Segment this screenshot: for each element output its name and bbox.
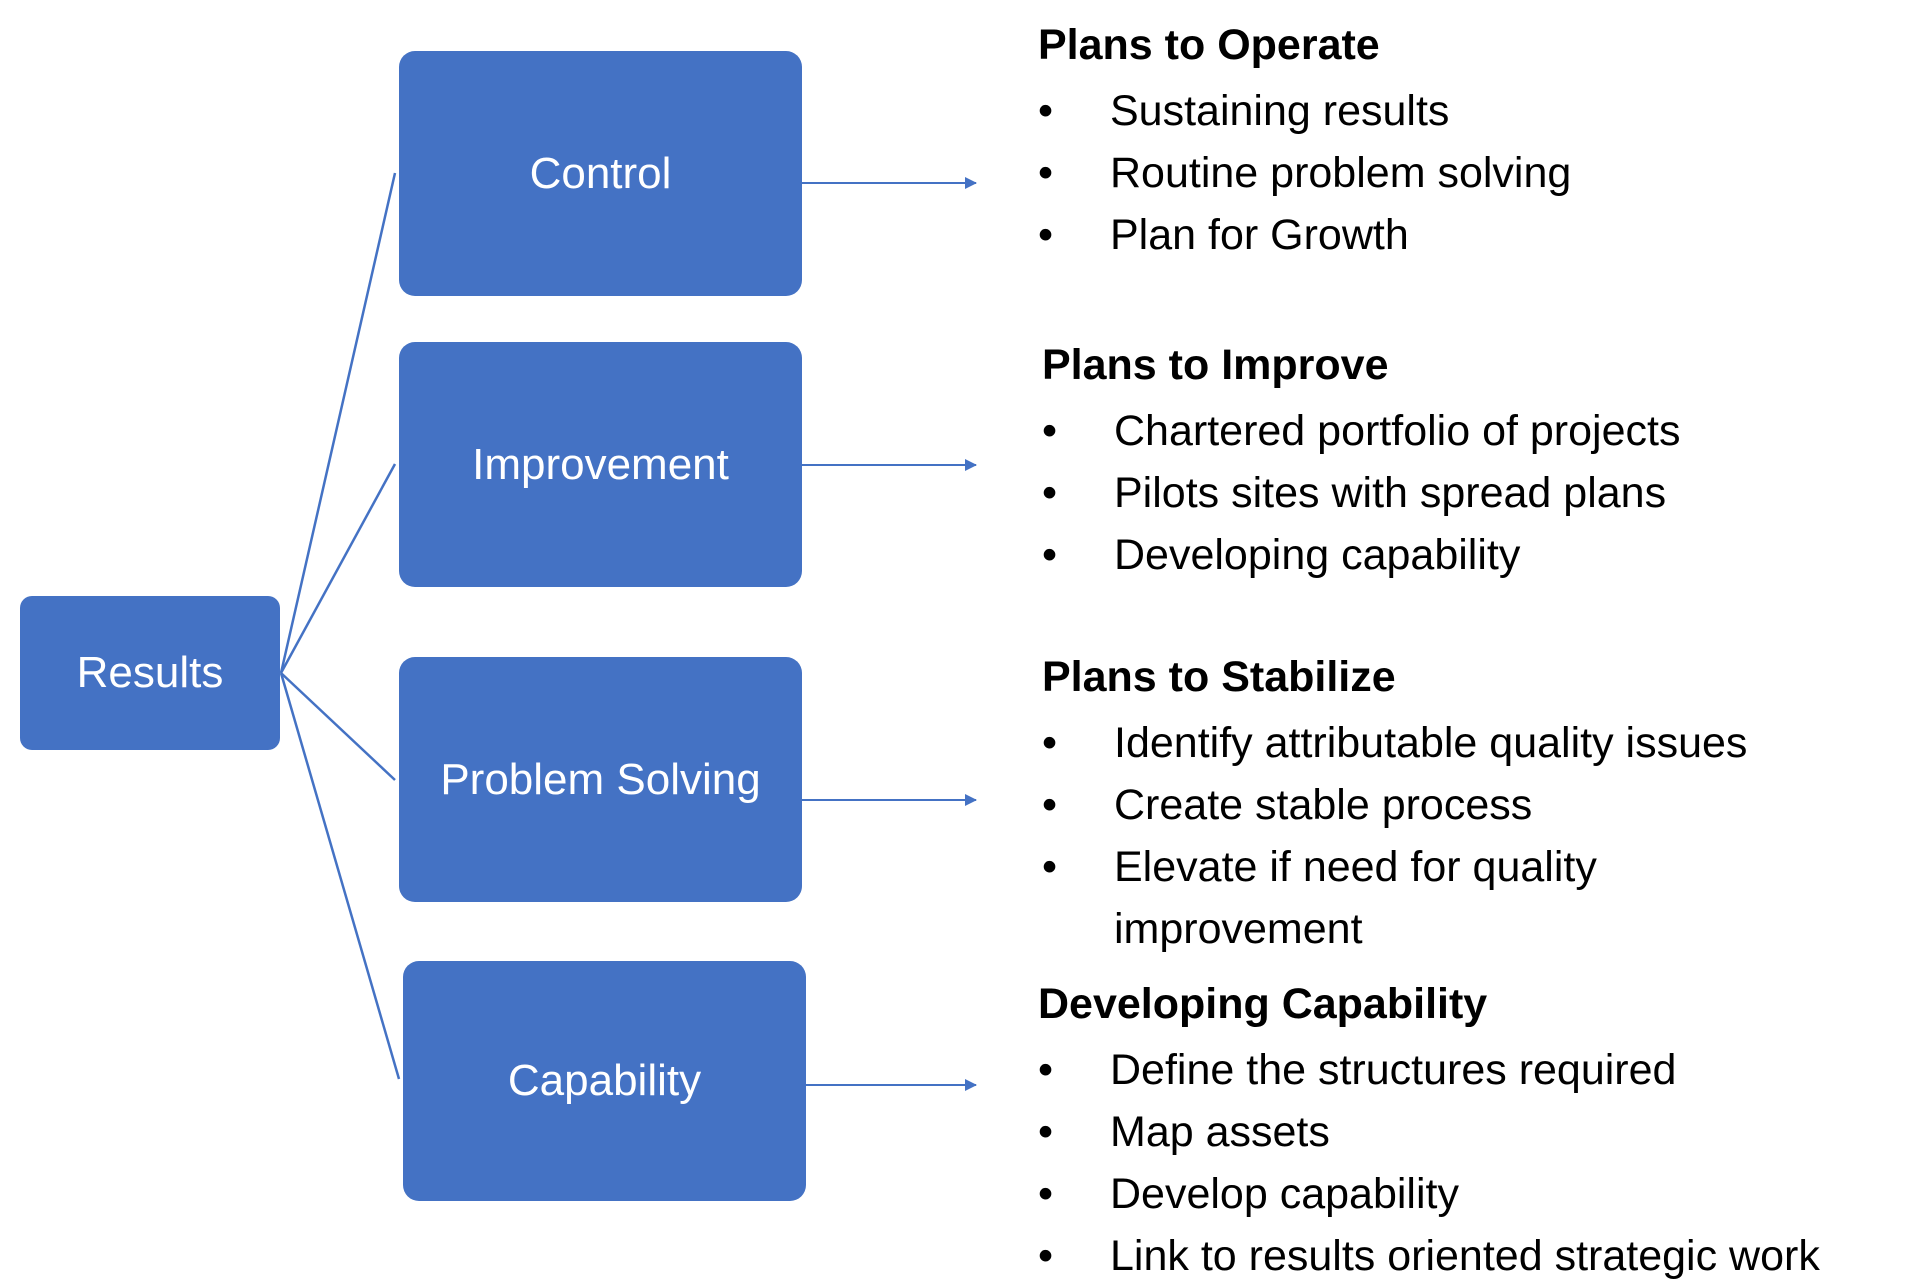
plans-to-operate-title: Plans to Operate bbox=[1038, 21, 1380, 69]
list-item: • Routine problem solving bbox=[1038, 142, 1898, 204]
bullet-icon: • bbox=[1038, 1108, 1054, 1156]
list-item: • Map assets bbox=[1038, 1101, 1918, 1163]
improvement-node-label: Improvement bbox=[472, 439, 729, 489]
bullet-icon: • bbox=[1042, 781, 1058, 829]
bullet-icon: • bbox=[1042, 531, 1058, 579]
list-item: • Define the structures required bbox=[1038, 1039, 1918, 1101]
plans-to-stabilize-block: Plans to Stabilize • Identify attributabl… bbox=[1042, 648, 1902, 960]
list-item: • Identify attributable quality issues bbox=[1042, 712, 1902, 774]
list-item-text: Elevate if need for quality improvement bbox=[1114, 843, 1597, 953]
list-item-text: Link to results oriented strategic work bbox=[1110, 1232, 1820, 1280]
control-node: Control bbox=[399, 51, 802, 296]
problem-solving-node-label: Problem Solving bbox=[440, 754, 761, 804]
problem-solving-node: Problem Solving bbox=[399, 657, 802, 902]
list-item-text: Map assets bbox=[1110, 1108, 1330, 1156]
developing-capability-list: • Define the structures required • Map ass… bbox=[1038, 1039, 1918, 1287]
list-item: • Developing capability bbox=[1042, 524, 1902, 586]
results-node: Results bbox=[20, 596, 280, 750]
bullet-icon: • bbox=[1042, 843, 1058, 891]
list-item-text: Create stable process bbox=[1114, 781, 1533, 829]
bullet-icon: • bbox=[1042, 407, 1058, 455]
list-item: • Elevate if need for quality improvement bbox=[1042, 836, 1674, 960]
list-item: • Plan for Growth bbox=[1038, 204, 1898, 266]
plans-to-stabilize-list: • Identify attributable quality issues • C… bbox=[1042, 712, 1902, 960]
improvement-node: Improvement bbox=[399, 342, 802, 587]
bullet-icon: • bbox=[1038, 1046, 1054, 1094]
list-item-text: Define the structures required bbox=[1110, 1046, 1677, 1094]
plans-to-stabilize-title: Plans to Stabilize bbox=[1042, 653, 1396, 701]
capability-node-label: Capability bbox=[507, 1056, 702, 1105]
plans-to-improve-title: Plans to Improve bbox=[1042, 341, 1389, 389]
list-item: • Create stable process bbox=[1042, 774, 1902, 836]
capability-node: Capability bbox=[403, 961, 806, 1201]
list-item-text: Chartered portfolio of projects bbox=[1114, 407, 1681, 455]
bullet-icon: • bbox=[1042, 469, 1058, 517]
branch-line-control bbox=[279, 172, 397, 674]
bullet-icon: • bbox=[1038, 1232, 1054, 1280]
list-item: • Pilots sites with spread plans bbox=[1042, 462, 1902, 524]
bullet-icon: • bbox=[1042, 719, 1058, 767]
list-item-text: Sustaining results bbox=[1110, 87, 1450, 135]
list-item-text: Plan for Growth bbox=[1110, 211, 1409, 259]
control-node-label: Control bbox=[529, 148, 672, 198]
list-item: • Chartered portfolio of projects bbox=[1042, 400, 1902, 462]
branch-line-improvement bbox=[279, 463, 397, 674]
bullet-icon: • bbox=[1038, 149, 1054, 197]
branch-line-problem-solving bbox=[280, 672, 396, 781]
plans-to-improve-block: Plans to Improve • Chartered portfolio of… bbox=[1042, 336, 1902, 586]
results-node-label: Results bbox=[76, 648, 224, 697]
list-item-text: Develop capability bbox=[1110, 1170, 1459, 1218]
bullet-icon: • bbox=[1038, 211, 1054, 259]
plans-to-improve-list: • Chartered portfolio of projects • Pilots… bbox=[1042, 400, 1902, 586]
bullet-icon: • bbox=[1038, 87, 1054, 135]
list-item: • Develop capability bbox=[1038, 1163, 1918, 1225]
plans-to-operate-list: • Sustaining results • Routine problem sol… bbox=[1038, 80, 1898, 266]
list-item: • Link to results oriented strategic work bbox=[1038, 1225, 1918, 1287]
plans-to-operate-block: Plans to Operate • Sustaining results • Ro… bbox=[1038, 16, 1898, 266]
developing-capability-block: Developing Capability • Define the struct… bbox=[1038, 975, 1918, 1287]
branch-line-capability bbox=[279, 672, 401, 1080]
bullet-icon: • bbox=[1038, 1170, 1054, 1218]
developing-capability-title: Developing Capability bbox=[1038, 980, 1488, 1028]
list-item-text: Routine problem solving bbox=[1110, 149, 1572, 197]
list-item-text: Identify attributable quality issues bbox=[1114, 719, 1748, 767]
list-item-text: Pilots sites with spread plans bbox=[1114, 469, 1667, 517]
list-item-text: Developing capability bbox=[1114, 531, 1521, 579]
list-item: • Sustaining results bbox=[1038, 80, 1898, 142]
